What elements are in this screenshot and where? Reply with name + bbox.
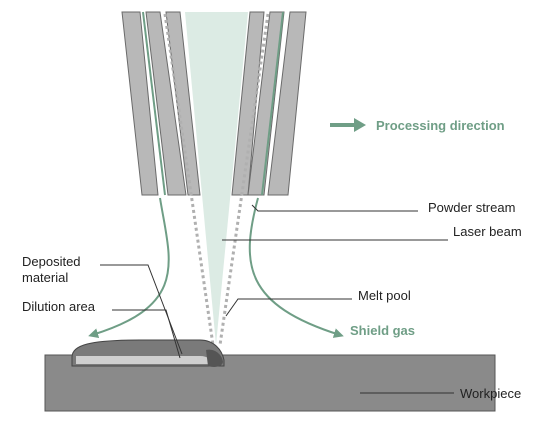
deposited-material-label-line2: material	[22, 270, 68, 285]
nozzle-left	[121, 11, 201, 196]
powder-stream-label: Powder stream	[428, 200, 515, 215]
shield-gas-label: Shield gas	[350, 323, 415, 338]
right-arrow-icon	[330, 118, 366, 132]
shield-gas-flow	[88, 197, 344, 339]
laser-beam-cone	[185, 12, 248, 345]
processing-direction-label: Processing direction	[376, 118, 505, 133]
dilution-area-band	[76, 356, 214, 364]
melt-pool-label: Melt pool	[358, 288, 411, 303]
deposited-material-label-line1: Deposited	[22, 254, 81, 269]
curved-arrow-icon	[88, 197, 170, 339]
laser-beam-label: Laser beam	[453, 224, 522, 239]
dilution-area-label: Dilution area	[22, 299, 96, 314]
nozzle-right	[231, 11, 307, 196]
workpiece-label: Workpiece	[460, 386, 521, 401]
gas-channel-lines	[142, 11, 284, 196]
curved-arrow-icon	[248, 197, 344, 338]
leader-lines	[100, 204, 454, 394]
melt-pool-shape	[206, 349, 223, 367]
powder-stream-lines	[163, 13, 270, 346]
workpiece-block	[44, 354, 496, 412]
